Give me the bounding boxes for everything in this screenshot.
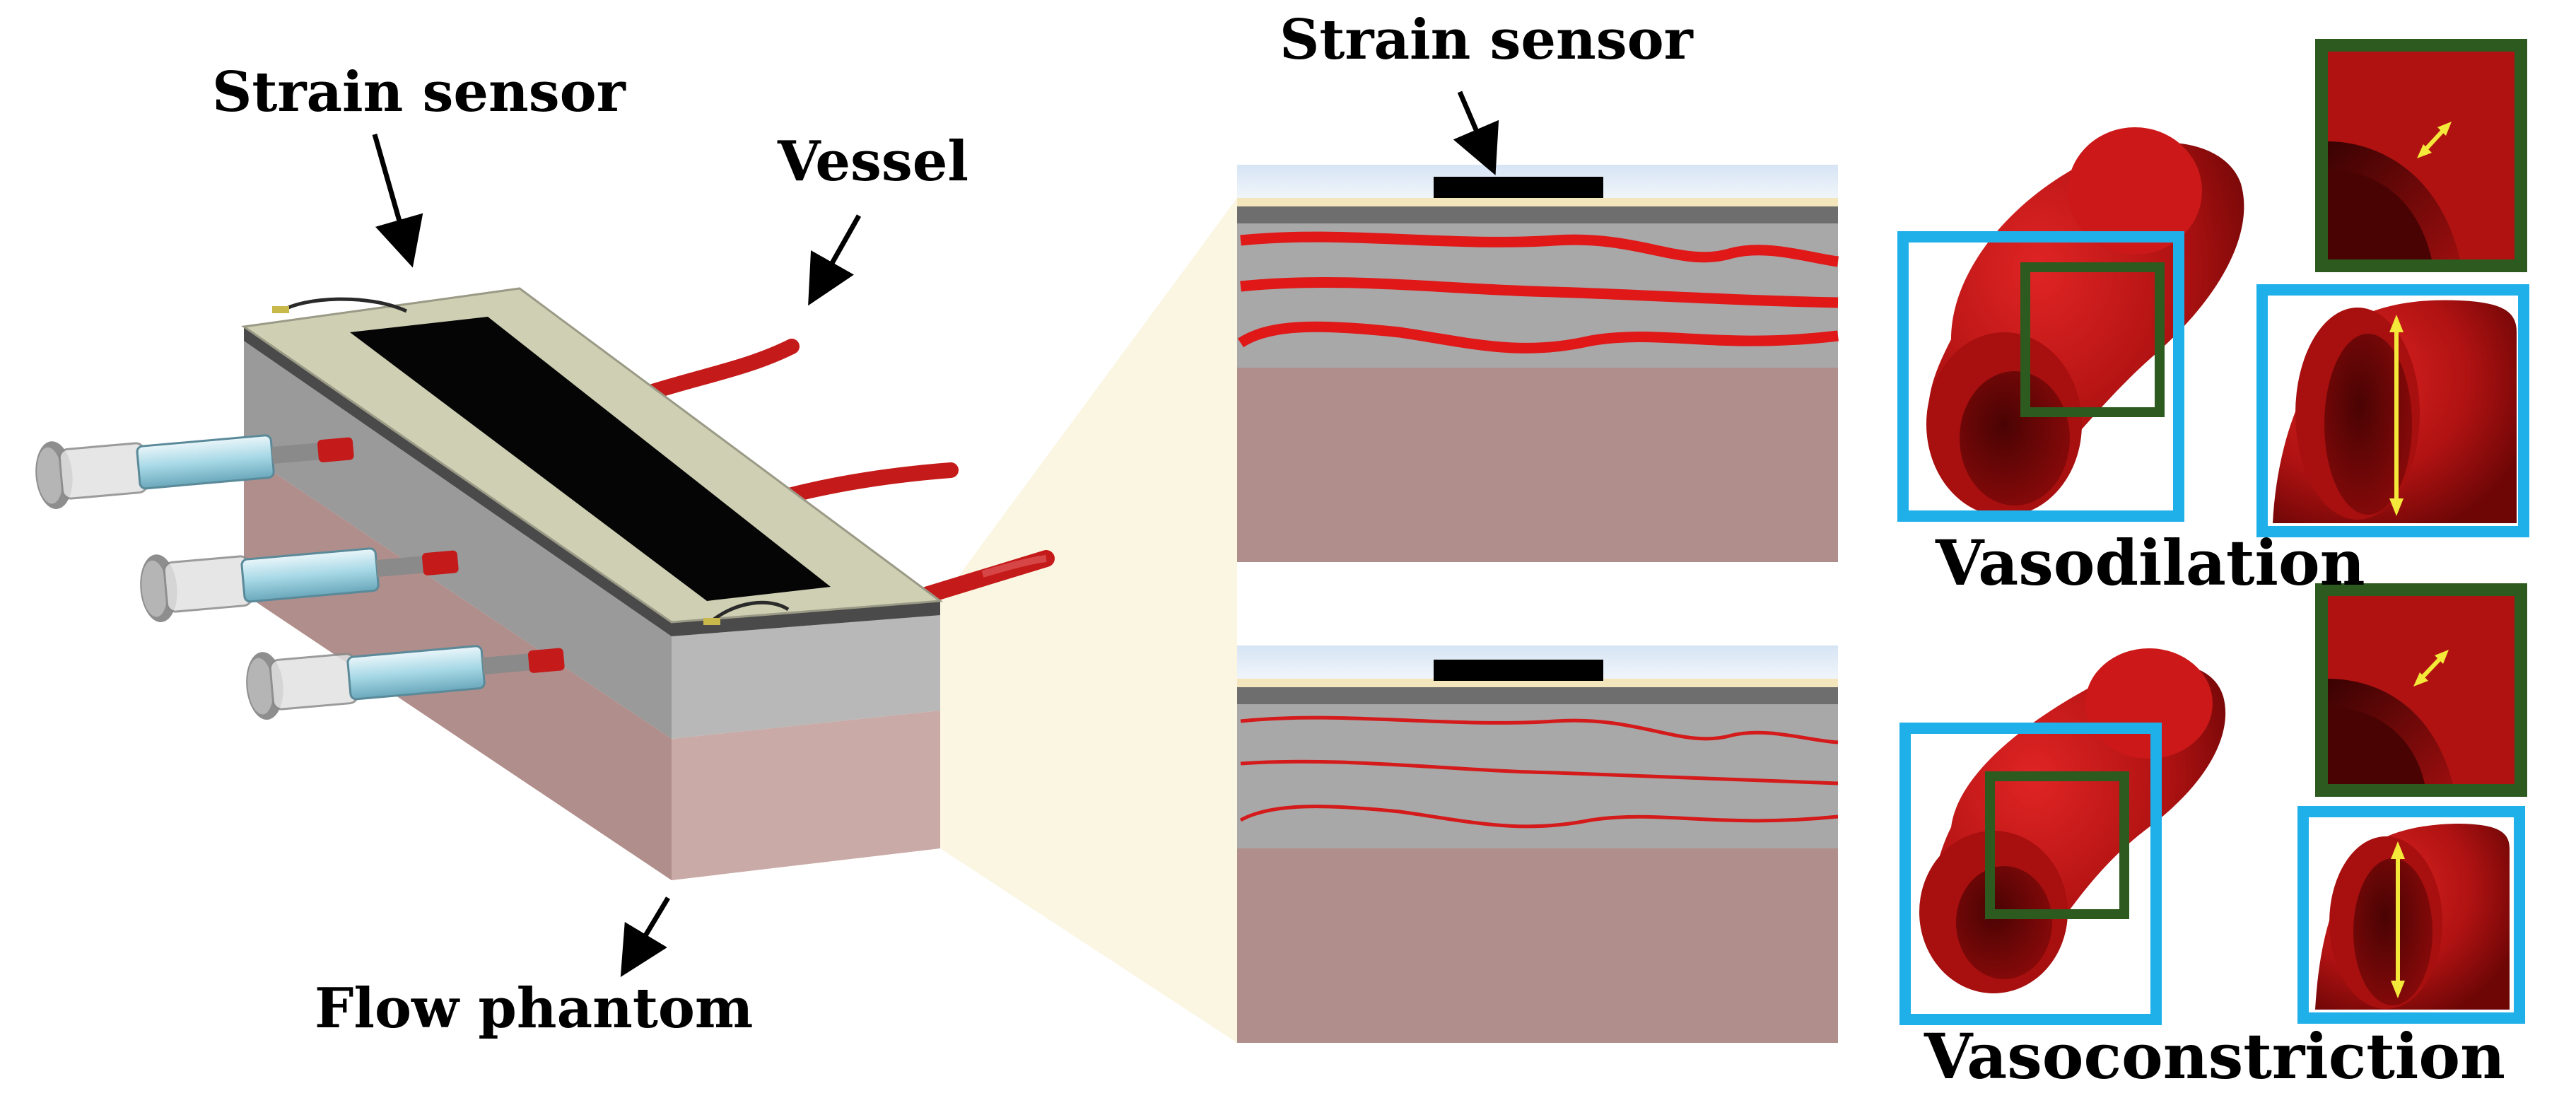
flow-phantom-3d — [240, 287, 1055, 880]
vessel-tube — [784, 462, 959, 503]
vasoconstriction-label: Vasoconstriction — [1924, 1020, 2506, 1093]
phantom-front-tissue — [672, 711, 940, 880]
syringe — [35, 434, 354, 509]
vessel-line — [1240, 276, 1839, 308]
zoom-wall-constriction — [2315, 583, 2527, 797]
strain-sensor-2d — [1434, 177, 1603, 198]
green-inset-frame — [1985, 771, 2129, 919]
vessel-tube — [643, 339, 800, 400]
strain-sensor-label: Strain sensor — [212, 60, 626, 124]
vessel-line — [1237, 321, 1839, 354]
blue-inset-frame — [1899, 723, 2162, 1025]
sensor-wire — [280, 297, 408, 313]
vasodilation-label: Vasodilation — [1936, 526, 2365, 600]
cross-section-dilation — [1237, 165, 1839, 562]
zoom-diameter-dilation — [2256, 284, 2529, 537]
strain-sensor-arrow-mid — [1453, 90, 1499, 175]
cross-section-constriction — [1237, 645, 1839, 1043]
wire-connector — [703, 618, 720, 625]
vessel-line — [1240, 759, 1839, 785]
phantom-left-face — [244, 327, 672, 739]
blue-inset-frame — [1897, 231, 2184, 522]
green-inset-frame — [2020, 262, 2165, 417]
zoom-cone — [940, 198, 1237, 1043]
vessel-line — [1240, 231, 1839, 267]
syringe — [140, 547, 459, 622]
vessel-line — [1239, 805, 1839, 829]
flow-phantom-label: Flow phantom — [315, 976, 754, 1041]
phantom-front-gray — [672, 601, 940, 739]
strain-sensor-3d — [350, 317, 831, 601]
syringe — [246, 645, 565, 720]
vessel-render-dilation — [1926, 127, 2244, 516]
wire-connector — [272, 306, 289, 313]
phantom-edge — [244, 327, 940, 636]
zoom-diameter-constriction — [2297, 806, 2525, 1024]
vessel-line — [1240, 715, 1839, 744]
vessel-tube — [981, 555, 1047, 578]
flow-phantom-arrow — [620, 896, 671, 978]
strain-sensor-label-middle: Strain sensor — [1280, 8, 1693, 72]
zoom-wall-dilation — [2315, 39, 2527, 272]
strain-sensor-2d — [1434, 660, 1603, 681]
vessel-arrow — [808, 214, 862, 306]
strain-sensor-arrow — [372, 134, 423, 268]
sensor-wire — [709, 600, 790, 624]
vessel-render-constriction — [1919, 648, 2226, 993]
vessel-label: Vessel — [778, 129, 969, 194]
